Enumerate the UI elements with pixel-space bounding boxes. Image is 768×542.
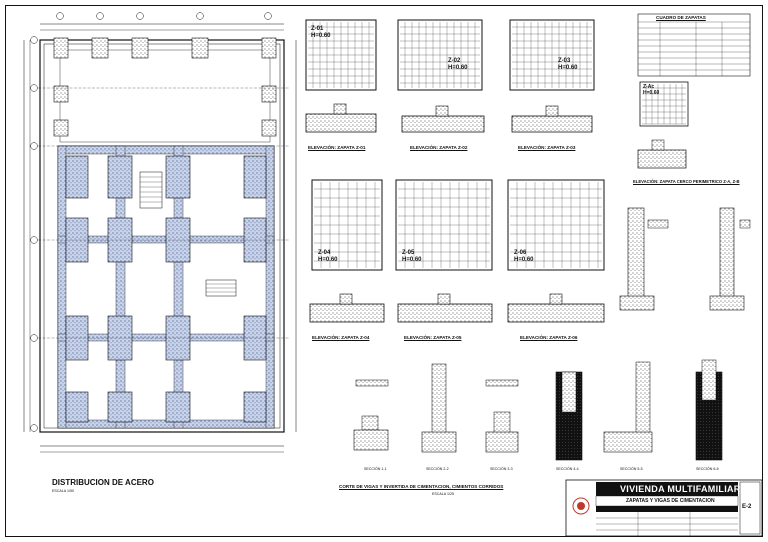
- sections-caption: CORTE DE VIGAS Y INVERTIDA DE CIMENTACIO…: [339, 484, 504, 489]
- footing-id: Z-Ac: [643, 84, 655, 90]
- footing-plans-mid: [311, 179, 605, 271]
- sheet-number: E-2: [742, 504, 752, 510]
- elevation-caption: ELEVACIÓN: ZAPATA Z-02: [410, 145, 468, 150]
- elevation-caption: ELEVACIÓN: ZAPATA Z-05: [404, 335, 462, 340]
- project-title: VIVIENDA MULTIFAMILIAR: [620, 484, 741, 494]
- elevation-caption: ELEVACIÓN: ZAPATA Z-03: [518, 145, 576, 150]
- section-label: SECCIÓN 5-5: [620, 467, 643, 471]
- footing-id: Z-05: [402, 250, 415, 256]
- plan-scale: ESCALA 1/50: [52, 489, 74, 493]
- footing-small: [637, 81, 689, 169]
- section-label: SECCIÓN 6-6: [696, 467, 719, 471]
- wall-details-right: [619, 207, 751, 311]
- title-block: [565, 479, 763, 537]
- elevation-caption: ELEVACIÓN: ZAPATA Z-04: [312, 335, 370, 340]
- section-label: SECCIÓN 4-4: [556, 467, 579, 471]
- footing-id: Z-04: [318, 250, 331, 256]
- section-label: SECCIÓN 2-2: [426, 467, 449, 471]
- schedule-title: CUADRO DE ZAPATAS: [656, 15, 706, 20]
- elevation-caption: ELEVACIÓN: ZAPATA Z-01: [308, 145, 366, 150]
- footing-height: H=0.60: [643, 90, 660, 96]
- foundation-plan: [23, 12, 297, 453]
- footing-elevations-top: [305, 103, 593, 133]
- footing-height: H=0.60: [514, 257, 534, 263]
- footing-id: Z-06: [514, 250, 527, 256]
- footing-elevations-mid: [309, 293, 605, 323]
- footing-id: Z-02: [448, 58, 461, 64]
- footing-id: Z-01: [311, 26, 324, 32]
- sheet-subject: ZAPATAS Y VIGAS DE CIMENTACION: [626, 498, 715, 504]
- section-label: SECCIÓN 1-1: [364, 467, 387, 471]
- sections-scale: ESCALA 1/25: [432, 492, 454, 496]
- footing-plans-top: [305, 19, 595, 91]
- footing-height: H=0.60: [558, 65, 578, 71]
- foundation-sections: [353, 359, 723, 461]
- plan-title: DISTRIBUCION DE ACERO: [52, 478, 154, 487]
- footing-height: H=0.60: [311, 33, 331, 39]
- footing-id: Z-03: [558, 58, 571, 64]
- section-label: SECCIÓN 3-3: [490, 467, 513, 471]
- footing-schedule-table: [637, 13, 751, 77]
- footing-height: H=0.60: [318, 257, 338, 263]
- elevation-caption: ELEVACIÓN: ZAPATA CERCO PERIMETRICO Z-A,…: [633, 179, 740, 184]
- elevation-caption: ELEVACIÓN: ZAPATA Z-06: [520, 335, 578, 340]
- footing-height: H=0.60: [402, 257, 422, 263]
- footing-height: H=0.60: [448, 65, 468, 71]
